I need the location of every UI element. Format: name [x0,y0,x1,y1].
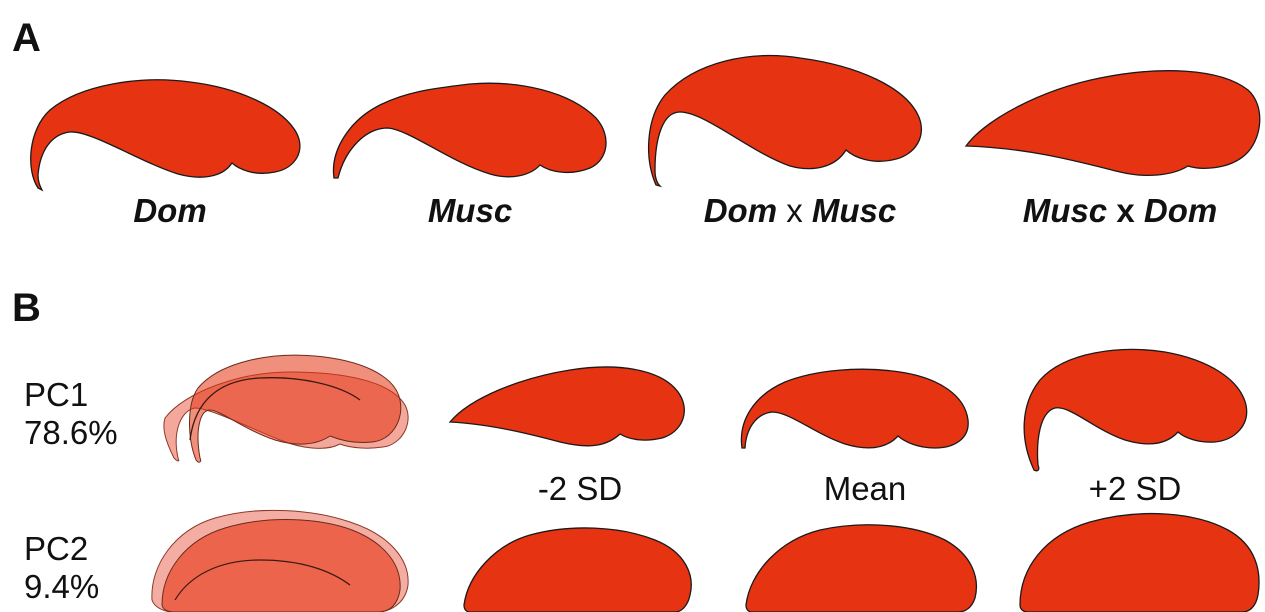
caption-musc-x-dom: Musc x Dom [985,194,1255,227]
shape-musc [333,83,606,178]
pc1-plus-2sd-shape [1024,349,1246,470]
pc2-label: PC2 9.4% [24,530,99,606]
shape-dom-x-musc [649,56,922,186]
pc1-variance: 78.6% [24,414,118,452]
column-plus-2sd: +2 SD [1065,472,1205,505]
pc1-overlay [164,355,408,462]
caption-dom: Dom [100,194,240,227]
pc1-name: PC1 [24,376,118,414]
shape-dom [31,80,300,190]
pc1-label: PC1 78.6% [24,376,118,452]
pc2-variance: 9.4% [24,568,99,606]
pc2-plus-2sd-shape [1020,514,1259,612]
pc2-mean-shape [746,525,976,612]
caption-dom-x-musc: Dom x Musc [665,194,935,227]
pc1-minus-2sd-shape [450,367,684,446]
pc2-overlay [152,510,408,612]
caption-musc: Musc [400,194,540,227]
column-mean: Mean [795,472,935,505]
pc2-minus-2sd-shape [464,528,691,612]
pc2-name: PC2 [24,530,99,568]
pc1-mean-shape [741,369,968,448]
column-minus-2sd: -2 SD [510,472,650,505]
shape-musc-x-dom [966,71,1260,176]
